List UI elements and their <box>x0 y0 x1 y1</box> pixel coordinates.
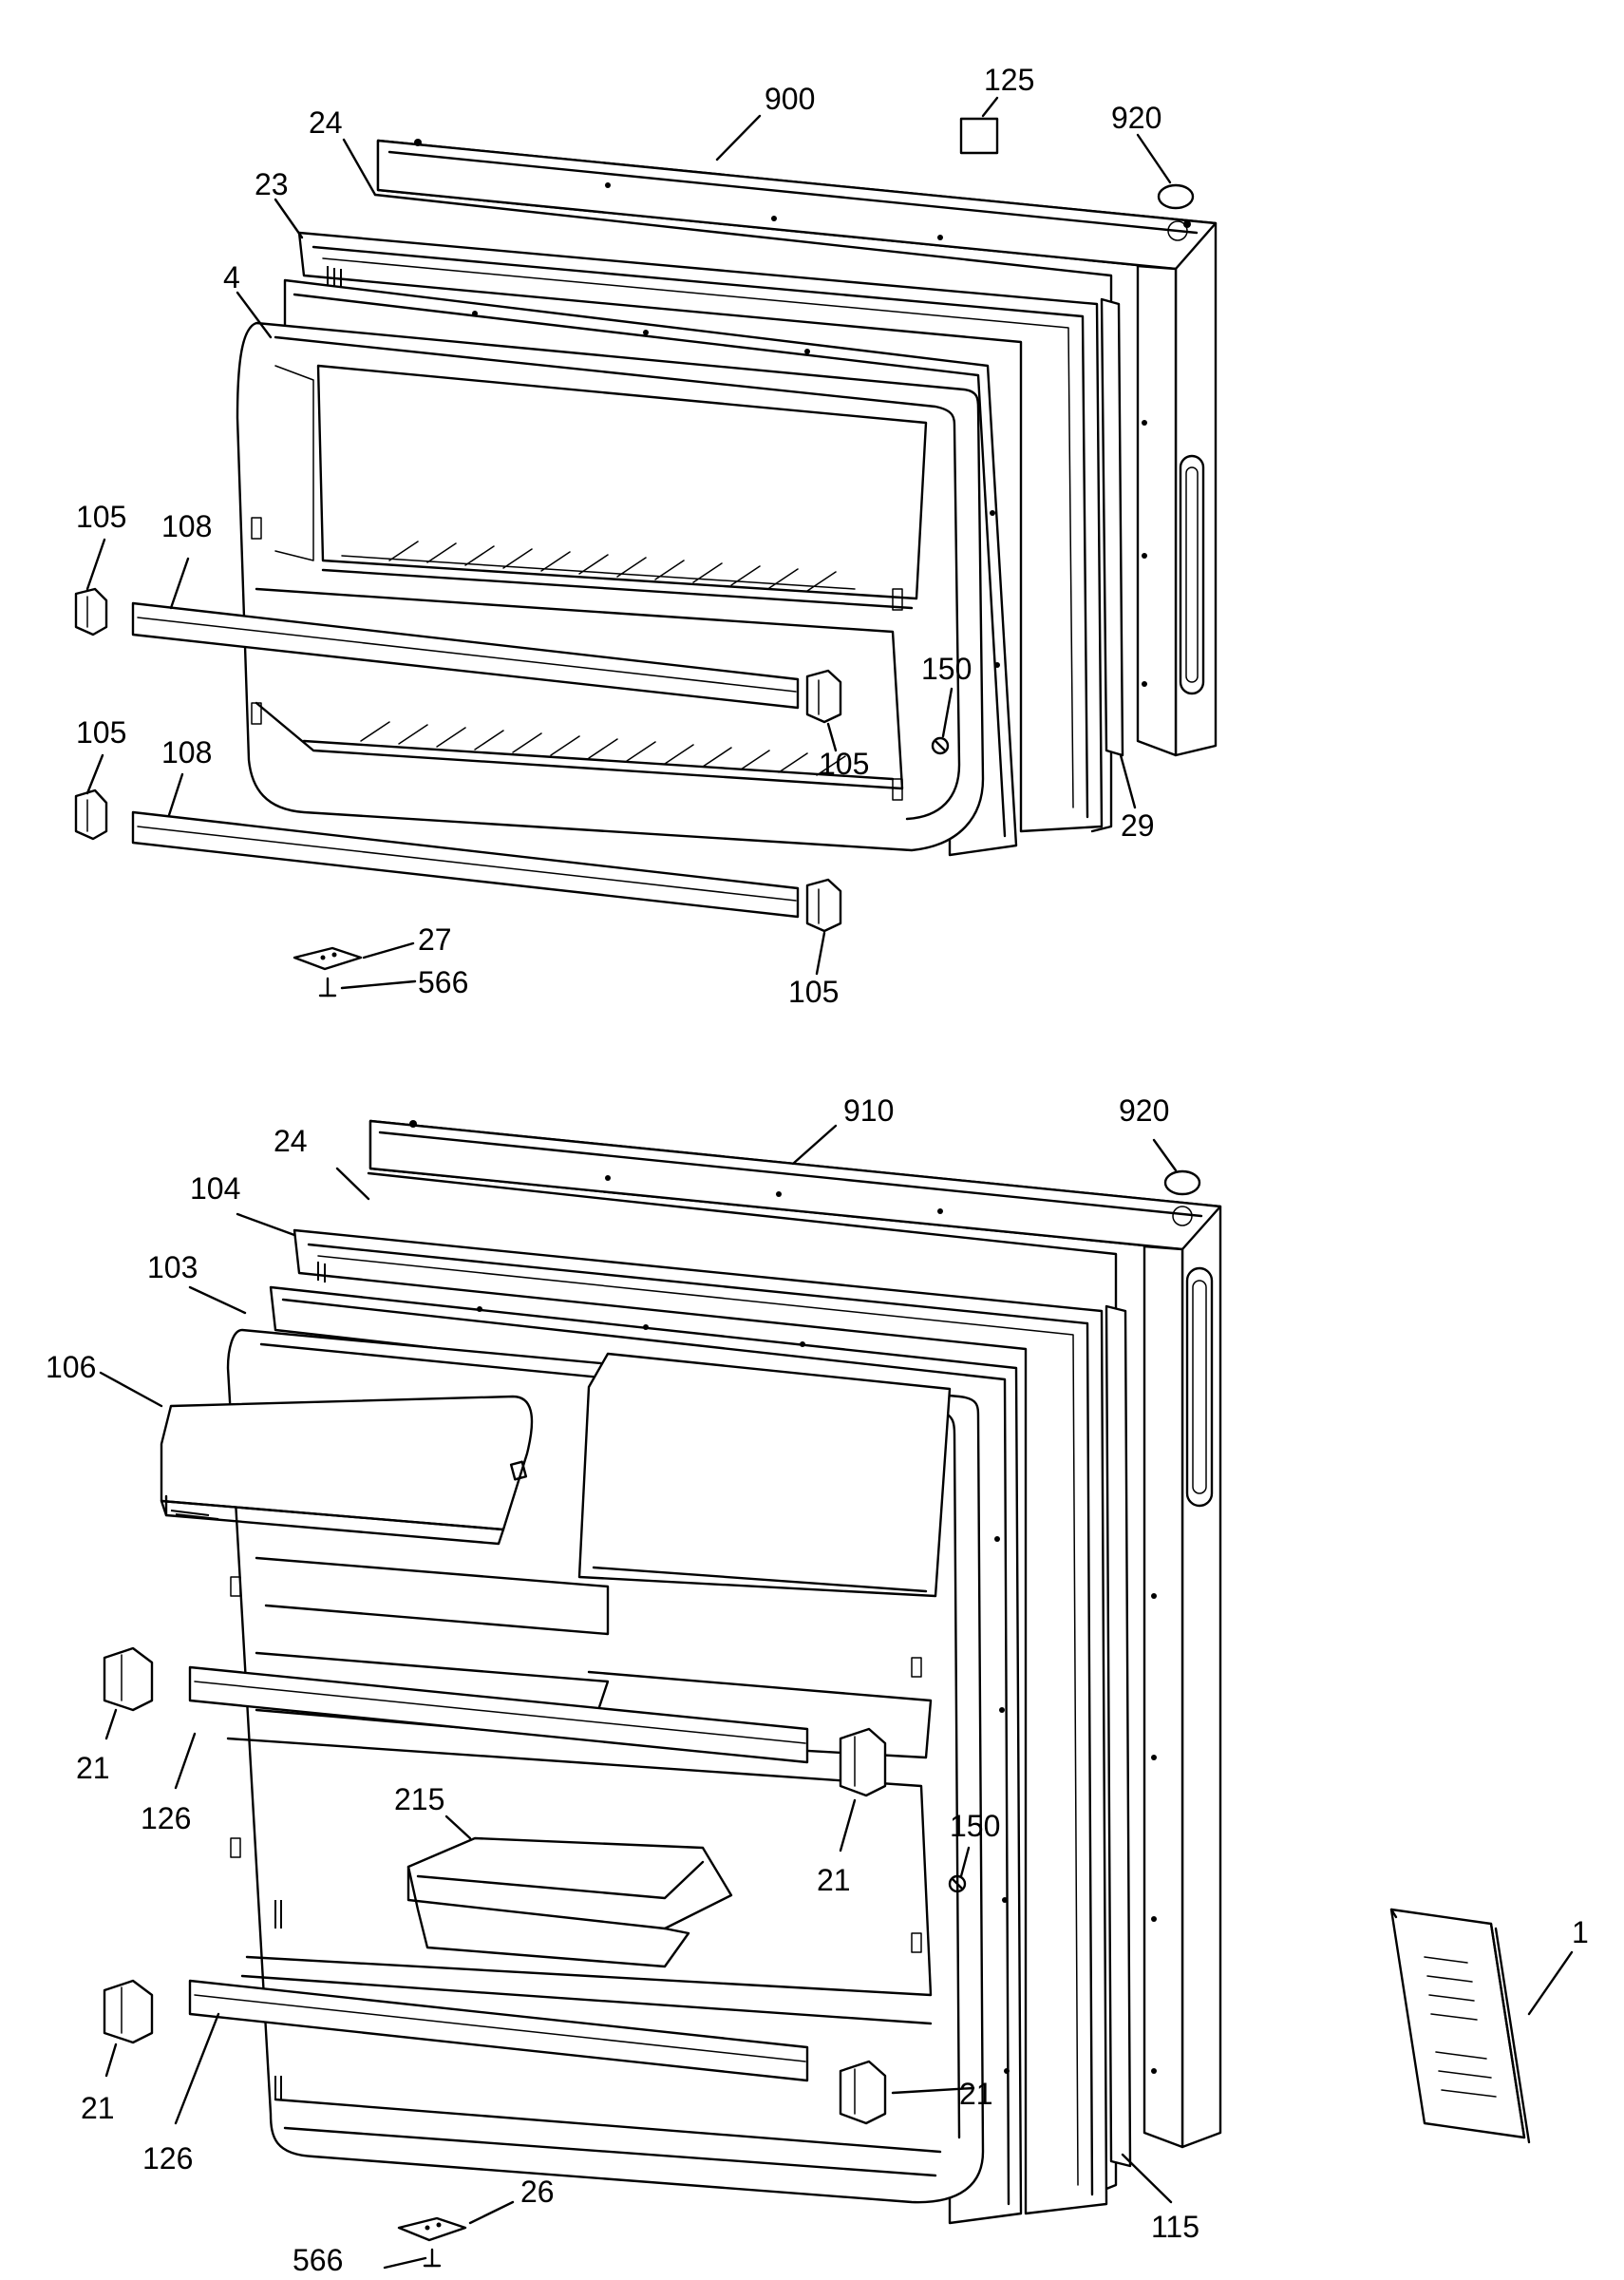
label-566-upper: 566 <box>418 965 468 999</box>
label-920-lower: 920 <box>1119 1093 1169 1128</box>
door-shelf-bar-126-lower <box>188 1979 809 2082</box>
inner-liner-frame-104 <box>293 1228 1108 2215</box>
shelf-bracket-21-a <box>103 1646 154 1712</box>
freezer-liner-shelves <box>236 321 985 852</box>
label-150-upper: 150 <box>921 652 972 686</box>
outer-door-panel-910 <box>368 1119 1222 2149</box>
label-108-lower: 108 <box>161 735 212 770</box>
screw-150-upper <box>931 736 950 755</box>
inner-liner-frame-23 <box>297 231 1104 833</box>
label-105-b: 105 <box>819 747 869 781</box>
shelf-bracket-21-c <box>103 1979 154 2044</box>
label-910: 910 <box>843 1093 894 1128</box>
label-215: 215 <box>394 1782 444 1816</box>
label-115: 115 <box>1151 2210 1199 2244</box>
pad-125 <box>959 117 999 155</box>
label-1: 1 <box>1572 1915 1589 1949</box>
plug-920-lower <box>1163 1169 1201 1196</box>
shelf-bracket-21-b <box>839 1727 887 1797</box>
screw-150-lower <box>948 1874 967 1893</box>
label-104: 104 <box>190 1171 240 1206</box>
label-920-upper: 920 <box>1111 101 1161 135</box>
label-126-lower: 126 <box>142 2141 193 2176</box>
door-liner-frame-103 <box>269 1285 1023 2225</box>
shelf-bracket-21-d <box>839 2060 887 2125</box>
label-29: 29 <box>1121 808 1155 843</box>
dairy-compartment-106 <box>160 1395 534 1546</box>
door-seal-115 <box>1105 1304 1132 2168</box>
label-21-b: 21 <box>817 1863 851 1897</box>
label-105-d: 105 <box>788 975 839 1009</box>
label-24-lower: 24 <box>274 1124 308 1158</box>
label-21-a: 21 <box>76 1751 110 1785</box>
label-23: 23 <box>255 167 289 201</box>
label-126-upper: 126 <box>141 1801 191 1835</box>
hinge-plate-27 <box>293 946 363 971</box>
shelf-bracket-105-c <box>74 788 108 841</box>
door-shelf-bar-126-upper <box>188 1665 809 1764</box>
screw-566-lower <box>423 2248 442 2268</box>
door-seal-29 <box>1100 297 1124 757</box>
label-21-c: 21 <box>81 2091 115 2125</box>
label-106: 106 <box>46 1350 96 1384</box>
label-108-upper: 108 <box>161 509 212 543</box>
label-105-c: 105 <box>76 715 126 750</box>
label-566-lower: 566 <box>293 2243 343 2277</box>
fresh-food-door-assembly: 910 920 24 104 103 106 21 126 215 150 21… <box>46 1093 1589 2277</box>
screw-566-upper <box>318 977 337 998</box>
shelf-bracket-105-b <box>805 669 842 724</box>
bin-215 <box>406 1836 733 1968</box>
label-24-upper: 24 <box>309 105 343 140</box>
shelf-bracket-105-a <box>74 587 108 636</box>
door-shelf-bar-108-lower <box>131 810 800 919</box>
label-4: 4 <box>223 260 240 294</box>
label-900: 900 <box>765 82 815 116</box>
label-21-d: 21 <box>959 2077 993 2111</box>
label-27: 27 <box>418 922 452 957</box>
label-150-lower: 150 <box>950 1809 1000 1843</box>
label-103: 103 <box>147 1250 198 1284</box>
outer-door-panel-900 <box>376 139 1218 757</box>
door-shelf-bar-108-upper <box>131 601 800 710</box>
hinge-plate-26 <box>397 2216 467 2242</box>
plug-920-upper <box>1157 183 1195 210</box>
fresh-food-liner <box>226 1328 985 2204</box>
label-125: 125 <box>984 63 1034 97</box>
label-26: 26 <box>520 2175 555 2209</box>
shelf-bracket-105-d <box>805 878 842 933</box>
fresh-food-leader-lines <box>99 1124 1574 2270</box>
label-105-a: 105 <box>76 500 126 534</box>
freezer-leader-lines <box>85 96 1172 990</box>
lower-shelf-ridges <box>302 721 895 781</box>
freezer-part-labels: 900 125 920 24 23 4 105 108 150 105 105 … <box>76 63 1161 1009</box>
freezer-door-assembly: 900 125 920 24 23 4 105 108 150 105 105 … <box>74 63 1218 1009</box>
fresh-food-part-labels: 910 920 24 104 103 106 21 126 215 150 21… <box>46 1093 1589 2277</box>
owners-manual-1 <box>1389 1908 1531 2144</box>
upper-shelf-ridges <box>321 541 914 610</box>
